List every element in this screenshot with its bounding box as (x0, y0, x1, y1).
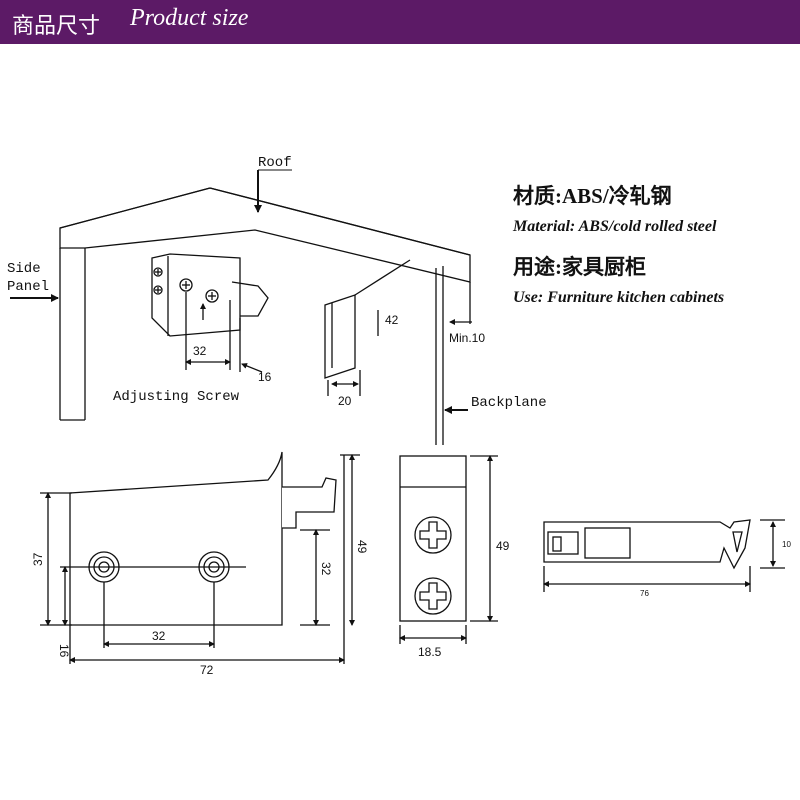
side-dim-32: 32 (152, 629, 166, 643)
top-dim-10: 10 (782, 540, 791, 549)
panel-label: Panel (7, 279, 49, 295)
installation-diagram (10, 169, 472, 445)
side-dim-72: 72 (200, 663, 214, 677)
backplane-label: Backplane (471, 395, 547, 411)
install-dim-16: 16 (258, 370, 272, 384)
adjusting-screw-label: Adjusting Screw (113, 389, 240, 405)
min10-label: Min.10 (449, 331, 485, 345)
top-view-drawing (543, 519, 785, 592)
use-en: Use: Furniture kitchen cabinets (513, 289, 724, 306)
side-label: Side (7, 261, 41, 277)
side-dim-32-vertical: 32 (319, 562, 333, 576)
install-dim-32: 32 (193, 344, 207, 358)
install-dim-20: 20 (338, 394, 352, 408)
front-dim-49: 49 (496, 539, 510, 553)
install-dim-42: 42 (385, 313, 399, 327)
top-dim-76: 76 (640, 589, 649, 598)
side-dim-16: 16 (57, 644, 71, 658)
material-en: Material: ABS/cold rolled steel (512, 218, 717, 235)
header-title-en: Product size (130, 5, 249, 31)
side-dim-37: 37 (31, 552, 45, 566)
header-bar: 商品尺寸 Product size (0, 0, 800, 44)
use-cn: 用途:家具厨柜 (513, 255, 646, 279)
front-view-drawing (399, 455, 498, 644)
material-cn: 材质:ABS/冷轧钢 (513, 184, 672, 208)
header-title-cn: 商品尺寸 (12, 14, 101, 39)
front-dim-18-5: 18.5 (418, 645, 442, 659)
roof-label: Roof (258, 155, 292, 171)
side-view-drawing (40, 451, 360, 664)
side-dim-49: 49 (355, 540, 369, 554)
